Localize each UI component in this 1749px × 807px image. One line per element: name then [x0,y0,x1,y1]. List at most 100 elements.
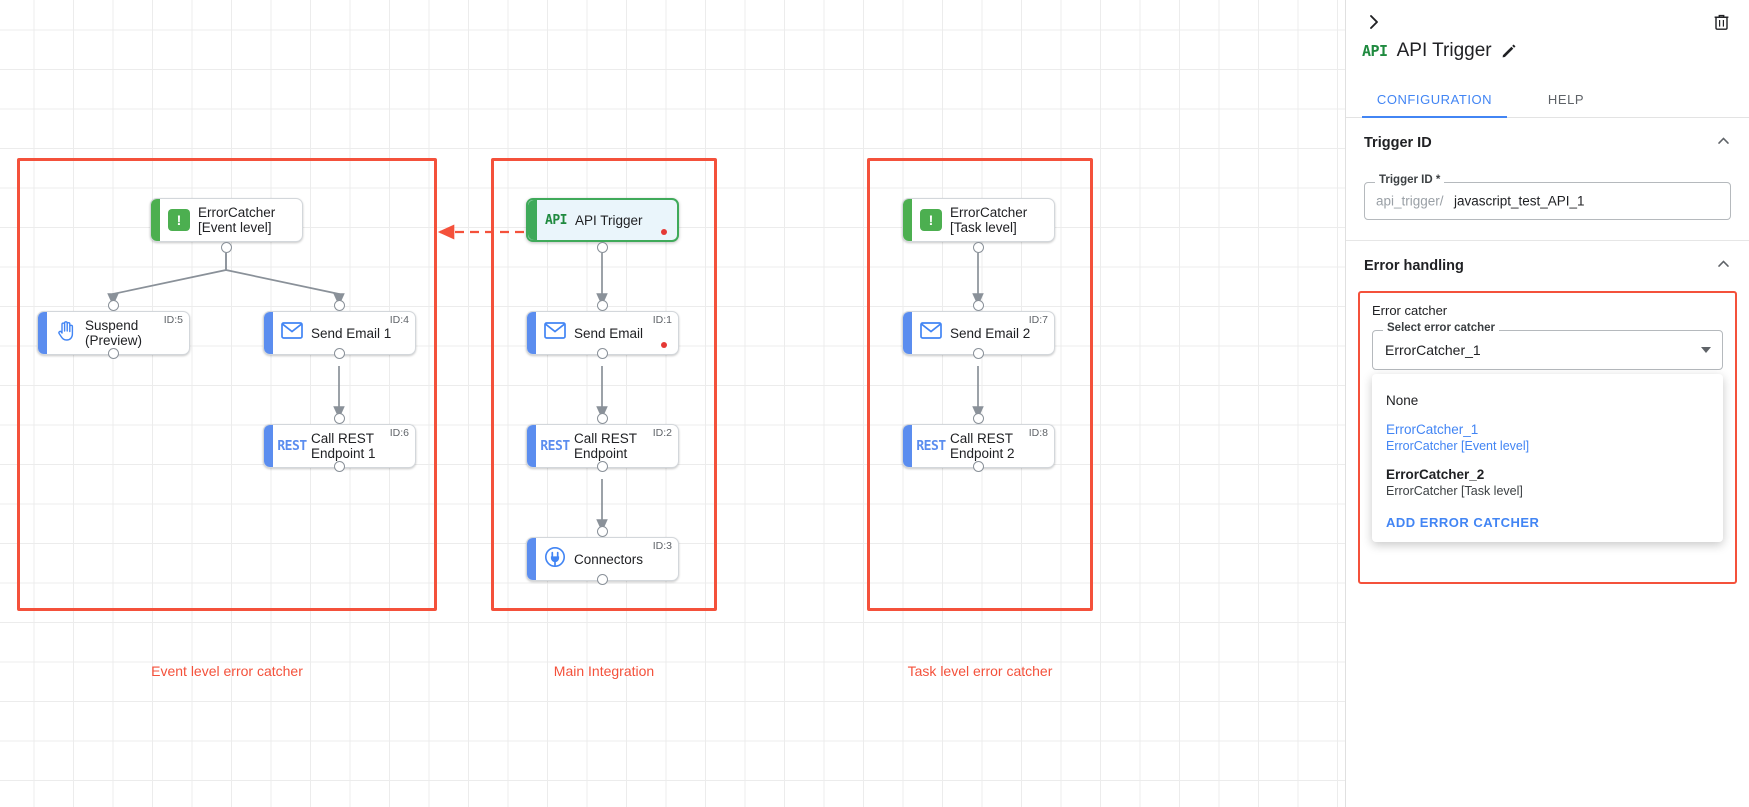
group-label: Event level error catcher [151,663,303,679]
node-port[interactable] [596,460,608,472]
node-accent-bar [527,425,536,467]
pencil-icon[interactable] [1501,43,1517,59]
node-label: Send Email 1 [311,325,392,341]
node-port[interactable] [333,347,345,359]
node-id-tag: ID:7 [1028,314,1048,326]
trigger-id-input-border [1364,182,1731,220]
node-port[interactable] [107,347,119,359]
node-api-trigger[interactable]: API API Trigger [526,198,679,242]
node-accent-bar [903,312,912,354]
details-panel: API API Trigger CONFIGURATION HELP Trigg… [1345,0,1749,807]
node-port[interactable] [333,460,345,472]
chevron-up-icon[interactable] [1716,257,1731,276]
section-trigger-id-label: Trigger ID [1364,135,1432,151]
trigger-id-field-label: Trigger ID * [1375,174,1445,186]
node-errorcatcher-event[interactable]: !ErrorCatcher [Event level] [150,198,303,242]
workflow-canvas[interactable]: Event level error catcher Main Integratio… [0,0,1345,807]
node-id-tag: ID:3 [652,540,672,552]
rest-icon: REST [916,438,946,454]
rest-icon: REST [277,438,307,454]
group-frame [867,158,1093,611]
node-id-tag: ID:4 [389,314,409,326]
trash-icon[interactable] [1707,8,1735,36]
node-port[interactable] [972,241,984,253]
api-icon: API [545,212,567,228]
node-label: Send Email [574,325,644,341]
node-port[interactable] [596,525,608,537]
node-port[interactable] [972,299,984,311]
node-accent-bar [264,425,273,467]
node-port[interactable] [107,299,119,311]
node-id-tag: ID:2 [652,427,672,439]
tab-configuration[interactable]: CONFIGURATION [1362,82,1507,118]
chevron-down-icon[interactable] [1701,347,1711,353]
dropdown-option-subtitle: ErrorCatcher [Task level] [1386,484,1523,498]
node-accent-bar [527,538,536,580]
section-trigger-id[interactable]: Trigger ID [1346,118,1749,168]
group-label: Main Integration [553,663,655,679]
node-port[interactable] [596,573,608,585]
error-catcher-icon: ! [168,209,190,231]
node-id-tag: ID:6 [389,427,409,439]
node-icon: ! [160,209,198,231]
chevron-right-icon[interactable] [1360,8,1388,36]
node-port[interactable] [596,347,608,359]
node-label: Call REST Endpoint 2 [950,431,1015,461]
tab-help[interactable]: HELP [1547,91,1585,107]
node-id-tag: ID:1 [652,314,672,326]
trigger-id-field[interactable]: Trigger ID * api_trigger/ javascript_tes… [1364,174,1731,220]
node-icon: REST [536,439,574,454]
node-port[interactable] [220,241,232,253]
node-icon: REST [273,439,311,454]
node-icon: REST [912,439,950,454]
node-label: ErrorCatcher [Task level] [950,205,1028,235]
node-port[interactable] [596,299,608,311]
dropdown-option[interactable]: None [1372,386,1723,415]
node-accent-bar [151,199,160,241]
group-label: Task level error catcher [907,663,1053,679]
api-icon: API [1362,42,1388,60]
node-port[interactable] [333,299,345,311]
dropdown-option-title: ErrorCatcher_1 [1386,422,1479,437]
group-frame [17,158,437,611]
node-accent-bar [903,425,912,467]
node-label: Suspend (Preview) [85,318,143,348]
envelope-icon [920,322,942,344]
node-icon [536,322,574,344]
node-label: Send Email 2 [950,325,1031,341]
error-catcher-select-label: Select error catcher [1383,322,1500,334]
status-dot-send-email [661,342,667,348]
node-errorcatcher-task[interactable]: !ErrorCatcher [Task level] [902,198,1055,242]
node-port[interactable] [596,412,608,424]
node-port[interactable] [972,412,984,424]
node-icon [536,546,574,573]
connectors-icon [544,546,566,573]
error-catcher-select[interactable]: Select error catcher ErrorCatcher_1 None… [1372,322,1723,542]
node-port[interactable] [972,347,984,359]
node-accent-bar [264,312,273,354]
chevron-up-icon[interactable] [1716,134,1731,153]
trigger-id-input[interactable]: javascript_test_API_1 [1454,193,1585,209]
node-id-tag: ID:5 [163,314,183,326]
node-port[interactable] [333,412,345,424]
error-catcher-select-value: ErrorCatcher_1 [1385,342,1481,358]
panel-divider [1346,240,1749,241]
node-icon [47,320,85,346]
node-label: Connectors [574,551,644,567]
panel-tabs: CONFIGURATION HELP [1346,82,1749,118]
add-error-catcher-button[interactable]: ADD ERROR CATCHER [1386,515,1540,530]
dropdown-option-title: ErrorCatcher_2 [1386,467,1485,482]
node-port[interactable] [596,241,608,253]
envelope-icon [281,322,303,344]
node-label: API Trigger [575,212,643,228]
error-catcher-title: Error catcher [1372,303,1448,318]
error-catcher-box: Error catcher Select error catcher Error… [1358,291,1737,584]
panel-header: API API Trigger [1346,0,1749,82]
node-port[interactable] [972,460,984,472]
node-icon [912,322,950,344]
section-error-handling[interactable]: Error handling [1346,241,1749,291]
